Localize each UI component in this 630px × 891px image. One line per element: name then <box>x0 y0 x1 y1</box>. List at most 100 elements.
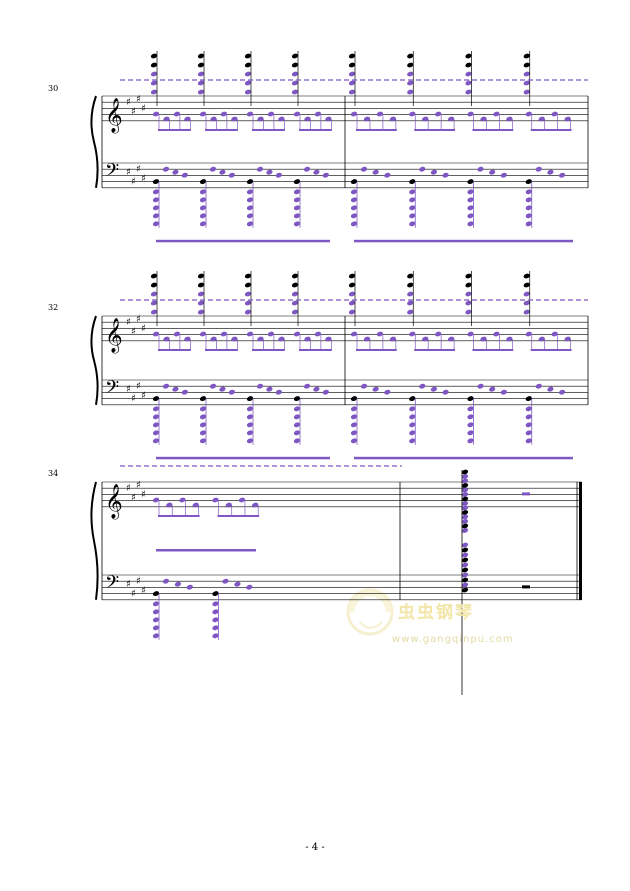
notehead <box>461 562 469 568</box>
notehead <box>291 282 299 288</box>
notehead <box>465 62 472 68</box>
notehead <box>480 336 487 342</box>
notehead <box>210 116 217 122</box>
notehead <box>558 389 566 395</box>
beam <box>530 349 572 351</box>
notehead <box>186 584 193 590</box>
key-sharp: ♯ <box>131 177 136 188</box>
notehead <box>461 514 469 520</box>
system-30: 𝄞𝄢♯♯♯♯♯♯♯♯ <box>90 51 589 243</box>
notehead <box>360 383 368 389</box>
notehead <box>348 273 356 279</box>
notehead <box>348 309 356 315</box>
notehead <box>525 111 532 117</box>
notehead <box>150 80 158 86</box>
key-sharp: ♯ <box>126 579 131 590</box>
notehead <box>304 116 311 122</box>
notehead <box>525 179 532 185</box>
notehead <box>291 309 299 315</box>
key-sharp: ♯ <box>126 483 131 494</box>
notehead <box>266 169 273 175</box>
beam <box>158 349 191 351</box>
notehead <box>199 197 207 203</box>
notehead <box>465 80 472 86</box>
key-sharp: ♯ <box>126 167 131 178</box>
notehead <box>407 53 414 59</box>
notehead <box>197 273 205 279</box>
notehead <box>212 633 219 639</box>
notehead <box>293 111 301 117</box>
notehead <box>535 166 542 172</box>
key-sharp: ♯ <box>136 94 141 105</box>
notehead <box>435 331 442 337</box>
notehead <box>461 552 469 558</box>
notehead <box>244 71 252 77</box>
notehead <box>293 331 301 337</box>
notehead <box>461 547 469 553</box>
measure-number-34: 34 <box>48 469 59 478</box>
notehead <box>409 221 416 227</box>
notehead <box>447 336 455 342</box>
notehead <box>525 406 532 412</box>
notehead <box>197 53 205 59</box>
notehead <box>293 406 301 412</box>
notehead <box>152 497 160 503</box>
notehead <box>246 197 254 203</box>
treble-clef: 𝄞 <box>105 484 123 520</box>
notehead <box>442 389 449 395</box>
final-barline-thick <box>579 482 582 600</box>
notehead <box>246 189 254 195</box>
notehead <box>525 422 532 428</box>
notehead <box>244 62 252 68</box>
notehead <box>465 53 472 59</box>
beam <box>156 456 330 460</box>
notehead <box>199 406 207 412</box>
notehead <box>422 336 429 342</box>
notehead <box>181 172 188 178</box>
notehead <box>150 89 158 95</box>
key-sharp: ♯ <box>136 164 141 175</box>
notehead <box>430 386 438 392</box>
notehead <box>325 116 332 122</box>
key-sharp: ♯ <box>131 106 136 117</box>
notehead <box>257 116 264 122</box>
notehead <box>197 291 205 297</box>
notehead <box>419 383 426 389</box>
beam <box>354 239 573 243</box>
notehead <box>461 523 469 529</box>
key-sharp: ♯ <box>141 173 146 184</box>
notehead <box>447 116 455 122</box>
notehead <box>525 430 532 436</box>
notehead <box>231 336 238 342</box>
notehead <box>430 169 438 175</box>
notehead <box>461 501 469 506</box>
notehead <box>150 62 158 68</box>
notehead <box>181 389 188 395</box>
notehead <box>291 89 299 95</box>
beam <box>252 129 285 131</box>
notehead <box>389 116 396 122</box>
notehead <box>538 336 545 342</box>
notehead <box>152 396 160 402</box>
notehead <box>275 389 282 395</box>
notehead <box>465 282 472 288</box>
notehead <box>558 172 566 178</box>
notehead <box>197 282 205 288</box>
notehead <box>152 111 160 117</box>
notehead <box>199 179 207 185</box>
notehead <box>275 172 282 178</box>
notehead <box>166 502 173 508</box>
notehead <box>467 396 474 402</box>
key-sharp: ♯ <box>136 381 141 392</box>
treble-clef: 𝄞 <box>105 98 123 134</box>
notehead <box>246 584 253 590</box>
notehead <box>174 581 182 587</box>
watermark-logo <box>346 588 394 636</box>
notehead <box>209 166 217 172</box>
notehead <box>162 166 170 172</box>
notehead <box>199 396 207 402</box>
beam <box>205 129 238 131</box>
notehead <box>184 116 191 122</box>
beam <box>472 349 514 351</box>
